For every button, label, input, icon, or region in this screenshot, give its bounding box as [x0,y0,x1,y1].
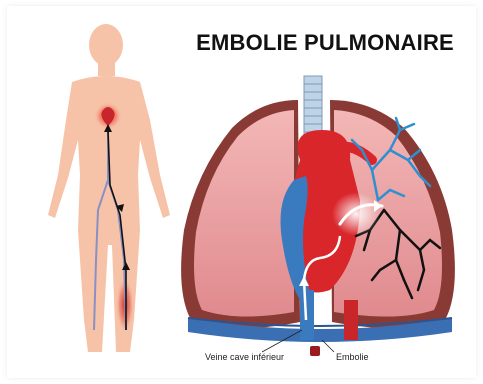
embolism-clot [310,346,320,356]
label-embolism: Embolie [336,352,369,362]
human-body [48,24,170,352]
page-title: EMBOLIE PULMONAIRE [180,30,470,56]
label-vena-cava: Veine cave inférieur [205,352,284,362]
